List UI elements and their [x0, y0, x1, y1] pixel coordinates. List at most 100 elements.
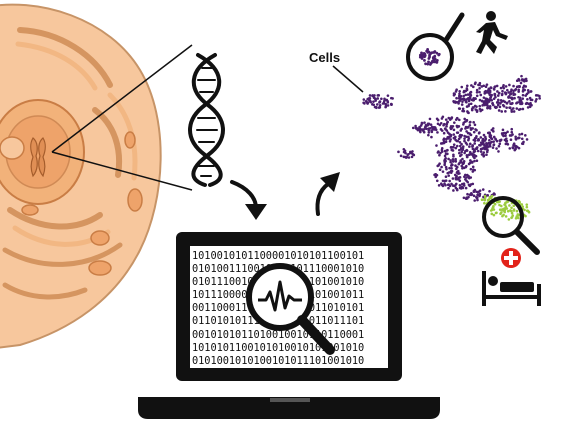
cell-point: [451, 163, 454, 167]
cell-point: [414, 124, 417, 128]
cell-point: [390, 96, 393, 100]
cell-point: [462, 161, 465, 165]
cell-point: [445, 167, 448, 171]
cell-point: [515, 101, 518, 105]
cell-point: [428, 55, 431, 59]
cell-point: [525, 138, 529, 141]
cell-point: [441, 170, 445, 173]
cell-point: [496, 94, 500, 97]
cell-point: [430, 51, 434, 55]
cell-point: [485, 91, 489, 94]
cell-point: [435, 51, 439, 55]
cell-point: [530, 98, 534, 102]
cell-point: [399, 154, 403, 158]
cell-point: [481, 137, 485, 141]
cell-point: [420, 122, 424, 125]
cell-point: [481, 153, 485, 156]
cell-point: [430, 125, 434, 129]
cell-point: [465, 143, 469, 146]
cell-point: [495, 211, 498, 215]
cell-point: [423, 121, 426, 124]
cell-point: [519, 107, 522, 111]
cell-point: [460, 85, 464, 89]
cell-point: [478, 90, 481, 94]
cell-point: [511, 107, 515, 110]
cell-point: [478, 98, 482, 102]
cell-point: [444, 165, 448, 169]
cell-point: [456, 125, 459, 129]
cell-point: [504, 110, 507, 113]
cell-point: [510, 127, 514, 131]
cell-point: [467, 137, 471, 140]
cell-point: [484, 85, 488, 88]
cell-point: [517, 88, 520, 92]
cell-point: [508, 100, 511, 103]
cell-point: [471, 85, 475, 89]
cell-point: [495, 147, 498, 150]
cell-point: [517, 96, 520, 99]
cell-point: [488, 105, 492, 108]
cell-point: [468, 142, 472, 146]
cell-point: [511, 133, 514, 136]
cell-point: [451, 177, 455, 180]
cell-point: [487, 91, 491, 94]
cell-point: [501, 89, 504, 93]
cell-point: [514, 135, 517, 139]
cell-point: [464, 93, 468, 97]
magnifier-green-cells-icon: [482, 196, 540, 255]
cell-point: [538, 94, 541, 98]
cell-point: [504, 142, 508, 146]
cell-point: [524, 214, 527, 218]
cell-point: [464, 186, 468, 190]
cell-point: [493, 105, 497, 109]
cell-point: [479, 141, 483, 145]
cell-point: [512, 110, 516, 113]
cell-point: [498, 105, 502, 109]
cell-point: [518, 136, 521, 140]
cell-point: [446, 152, 449, 156]
cell-point: [508, 83, 511, 87]
cell-point: [468, 121, 472, 124]
cell-point: [483, 194, 487, 198]
cell-point: [444, 140, 448, 143]
cell-point: [450, 169, 454, 173]
cell-point: [369, 100, 372, 103]
cell-point: [466, 96, 470, 100]
cell-point: [440, 148, 444, 152]
cell-point: [475, 90, 479, 94]
cell-point: [484, 99, 487, 103]
cell-point: [521, 142, 525, 146]
cell-point: [521, 205, 525, 208]
cell-point: [468, 132, 472, 135]
cell-point: [458, 144, 462, 148]
cell-point: [451, 160, 455, 163]
cell-point: [380, 97, 383, 101]
cell-point: [402, 147, 406, 151]
cell-point: [488, 195, 492, 199]
cell-point: [486, 106, 489, 110]
cell-point: [367, 97, 370, 100]
cell-point: [447, 157, 450, 161]
cell-point: [404, 156, 408, 159]
magnifier-cluster-icon: [406, 12, 465, 81]
cell-point: [458, 89, 461, 93]
cell-point: [426, 48, 430, 51]
cell-point: [486, 145, 489, 149]
cell-point: [506, 88, 509, 92]
cell-point: [485, 83, 489, 86]
cell-point: [383, 97, 386, 101]
cell-point: [457, 94, 461, 98]
cell-point: [442, 141, 446, 145]
cell-point: [488, 107, 492, 110]
cell-point: [446, 131, 450, 134]
cell-point: [463, 175, 466, 179]
cell-point: [472, 121, 475, 124]
cell-point: [507, 96, 510, 99]
cell-point: [461, 166, 465, 169]
cell-point: [366, 101, 370, 104]
cell-point: [526, 89, 530, 92]
cell-point: [521, 86, 525, 89]
cell-point: [459, 129, 463, 132]
cell-point: [512, 143, 516, 147]
cell-point: [508, 147, 512, 150]
